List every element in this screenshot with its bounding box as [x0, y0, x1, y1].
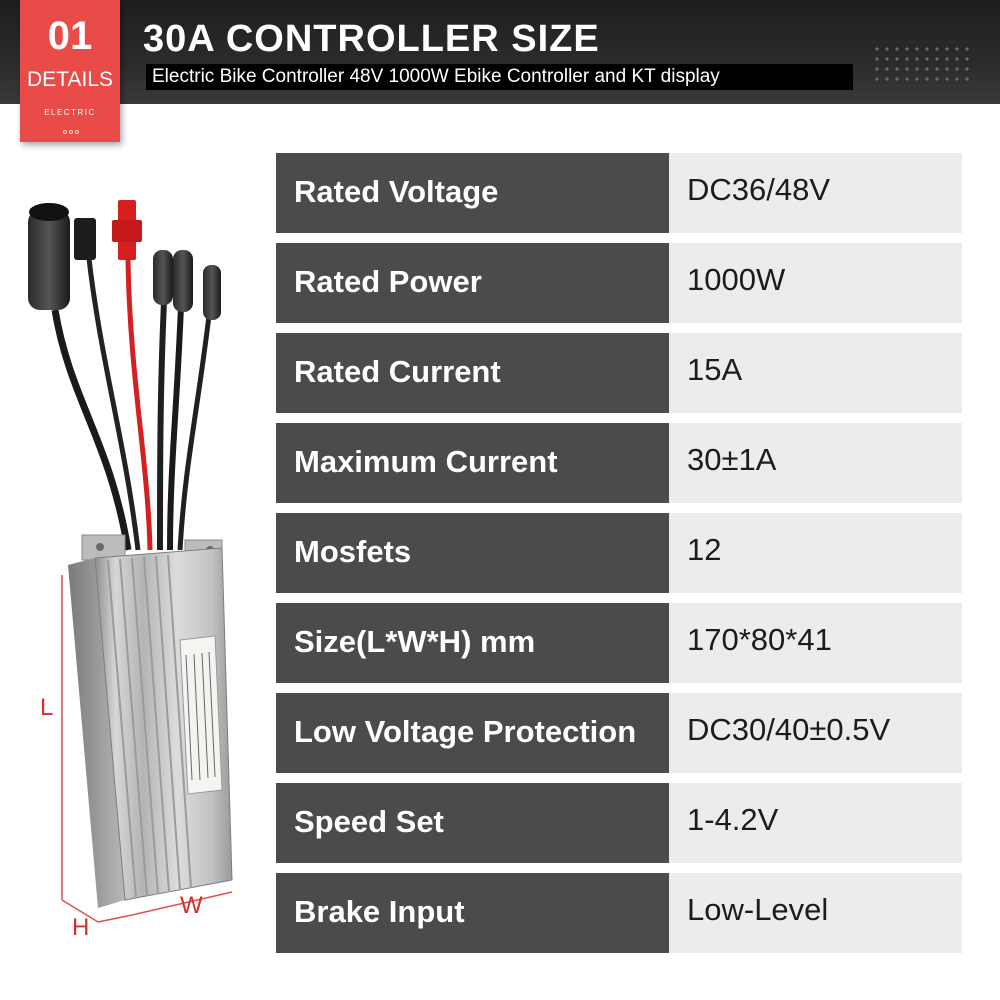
spec-row-mosfets: Mosfets 12 [276, 513, 962, 593]
spec-label: Rated Current [276, 333, 669, 413]
dimension-width-label: W [180, 892, 203, 919]
spec-value: 1-4.2V [669, 783, 962, 863]
spec-value: 170*80*41 [669, 603, 962, 683]
spec-row-speed-set: Speed Set 1-4.2V [276, 783, 962, 863]
spec-value: Low-Level [669, 873, 962, 953]
spec-label: Rated Power [276, 243, 669, 323]
dot-grid-decoration [872, 44, 972, 84]
spec-row-low-voltage-protection: Low Voltage Protection DC30/40±0.5V [276, 693, 962, 773]
spec-label: Rated Voltage [276, 153, 669, 233]
spec-value: DC30/40±0.5V [669, 693, 962, 773]
details-badge: 01 DETAILS ELECTRIC [20, 0, 120, 142]
spec-row-size: Size(L*W*H) mm 170*80*41 [276, 603, 962, 683]
badge-number: 01 [47, 14, 93, 58]
spec-value: DC36/48V [669, 153, 962, 233]
badge-dots-decoration [61, 121, 81, 134]
spec-value: 1000W [669, 243, 962, 323]
spec-label: Mosfets [276, 513, 669, 593]
spec-value: 12 [669, 513, 962, 593]
badge-label: DETAILS [27, 68, 113, 91]
spec-row-rated-current: Rated Current 15A [276, 333, 962, 413]
spec-row-rated-voltage: Rated Voltage DC36/48V [276, 153, 962, 233]
page-subtitle: Electric Bike Controller 48V 1000W Ebike… [146, 64, 853, 90]
spec-label: Size(L*W*H) mm [276, 603, 669, 683]
controller-image [28, 200, 233, 923]
spec-value: 30±1A [669, 423, 962, 503]
spec-label: Low Voltage Protection [276, 693, 669, 773]
badge-sub-label: ELECTRIC [44, 108, 96, 117]
dimension-length-label: L [40, 694, 54, 721]
spec-value: 15A [669, 333, 962, 413]
spec-label: Speed Set [276, 783, 669, 863]
controller-illustration: L W H [0, 180, 270, 950]
spec-row-brake-input: Brake Input Low-Level [276, 873, 962, 953]
dimension-height-label: H [72, 914, 90, 941]
spec-label: Maximum Current [276, 423, 669, 503]
spec-row-rated-power: Rated Power 1000W [276, 243, 962, 323]
page-title: 30A CONTROLLER SIZE [143, 18, 600, 60]
header-banner: 30A CONTROLLER SIZE Electric Bike Contro… [0, 0, 1000, 104]
spec-label: Brake Input [276, 873, 669, 953]
spec-row-maximum-current: Maximum Current 30±1A [276, 423, 962, 503]
spec-table: Rated Voltage DC36/48V Rated Power 1000W… [276, 153, 962, 963]
